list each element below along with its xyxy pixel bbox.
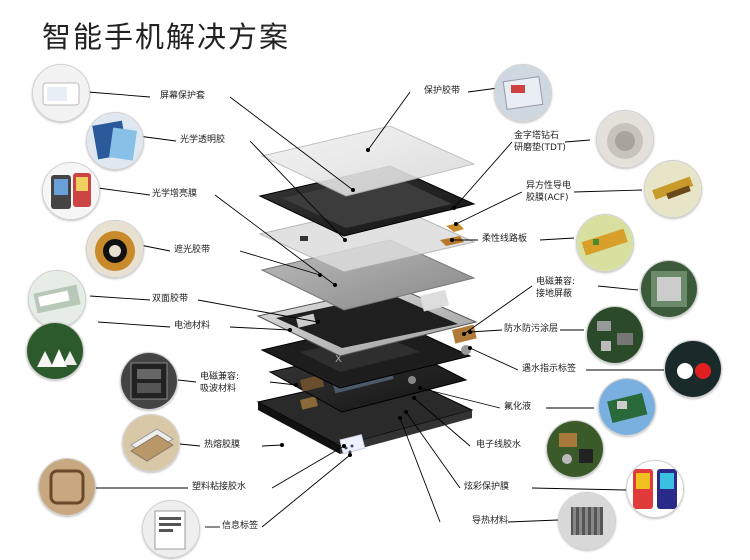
- label-waterproof-coating: 防水防污涂层: [504, 324, 559, 334]
- label-double-sided-tape: 双面胶带: [152, 294, 189, 304]
- thumb-thermal-tape: [122, 414, 180, 472]
- label-optical-clear-adhesive: 光学透明胶: [180, 135, 226, 145]
- connector-dots: [280, 148, 472, 457]
- thumb-diamond-pad: [596, 110, 654, 168]
- label-emi-shield: 电磁兼容: 接地屏蔽: [536, 277, 576, 299]
- label-electronic-potting: 电子线胶水: [476, 440, 522, 450]
- thumb-electronic-potting: [546, 420, 604, 478]
- thumb-battery-material: [26, 322, 84, 380]
- thumb-plastic-bonding: [38, 458, 96, 516]
- thumb-brightness-film: [42, 162, 100, 220]
- thumb-emi-absorber: [120, 352, 178, 410]
- label-battery-material: 电池材料: [174, 321, 211, 331]
- label-protective-tape: 保护胶带: [424, 86, 461, 96]
- label-flex-circuit: 柔性线路板: [482, 234, 528, 244]
- label-light-shield-tape: 遮光胶带: [174, 245, 211, 255]
- thumb-decor-film: [626, 460, 684, 518]
- label-screen-sleeve: 屏幕保护套: [160, 91, 206, 101]
- label-acf: 异方性导电 胶膜(ACF): [526, 181, 572, 203]
- leader-lines-right: [367, 87, 664, 523]
- page-title: 智能手机解决方案: [42, 20, 291, 54]
- label-brightness-film: 光学增亮膜: [152, 189, 198, 199]
- thumb-fluorinated-liquid: [598, 378, 656, 436]
- thumb-emi-shield: [640, 260, 698, 318]
- label-decor-film: 炫彩保护膜: [464, 482, 510, 492]
- thumb-waterproof-coating: [586, 306, 644, 364]
- thumb-flex-circuit: [576, 214, 634, 272]
- thumb-optical-clear-adhesive: [86, 112, 144, 170]
- label-info-label: 信息标签: [222, 521, 259, 531]
- svg-text:X: X: [335, 354, 342, 365]
- thumb-screen-sleeve: [32, 64, 90, 122]
- label-water-indicator: 遇水指示标签: [522, 364, 577, 374]
- thumb-protective-tape: [494, 64, 552, 122]
- label-thermal-material: 导热材料: [472, 516, 509, 526]
- thumb-acf: [644, 160, 702, 218]
- label-emi-absorber: 电磁兼容: 吸波材料: [200, 372, 240, 394]
- thumb-double-sided-tape: [28, 270, 86, 328]
- layer-top-glass: [260, 125, 476, 197]
- label-fluorinated-liquid: 氟化液: [504, 402, 532, 412]
- label-plastic-bonding: 塑料粘接胶水: [192, 482, 247, 492]
- label-thermal-tape: 热熔胶膜: [204, 440, 241, 450]
- thumb-water-indicator: [664, 340, 722, 398]
- thumb-info-label: [142, 500, 200, 558]
- thumb-light-shield-tape: [86, 220, 144, 278]
- label-diamond-pad: 金字塔钻石 研磨垫(TDT): [514, 131, 566, 153]
- leader-lines-left: [87, 91, 354, 528]
- thumb-thermal-material: [558, 492, 616, 550]
